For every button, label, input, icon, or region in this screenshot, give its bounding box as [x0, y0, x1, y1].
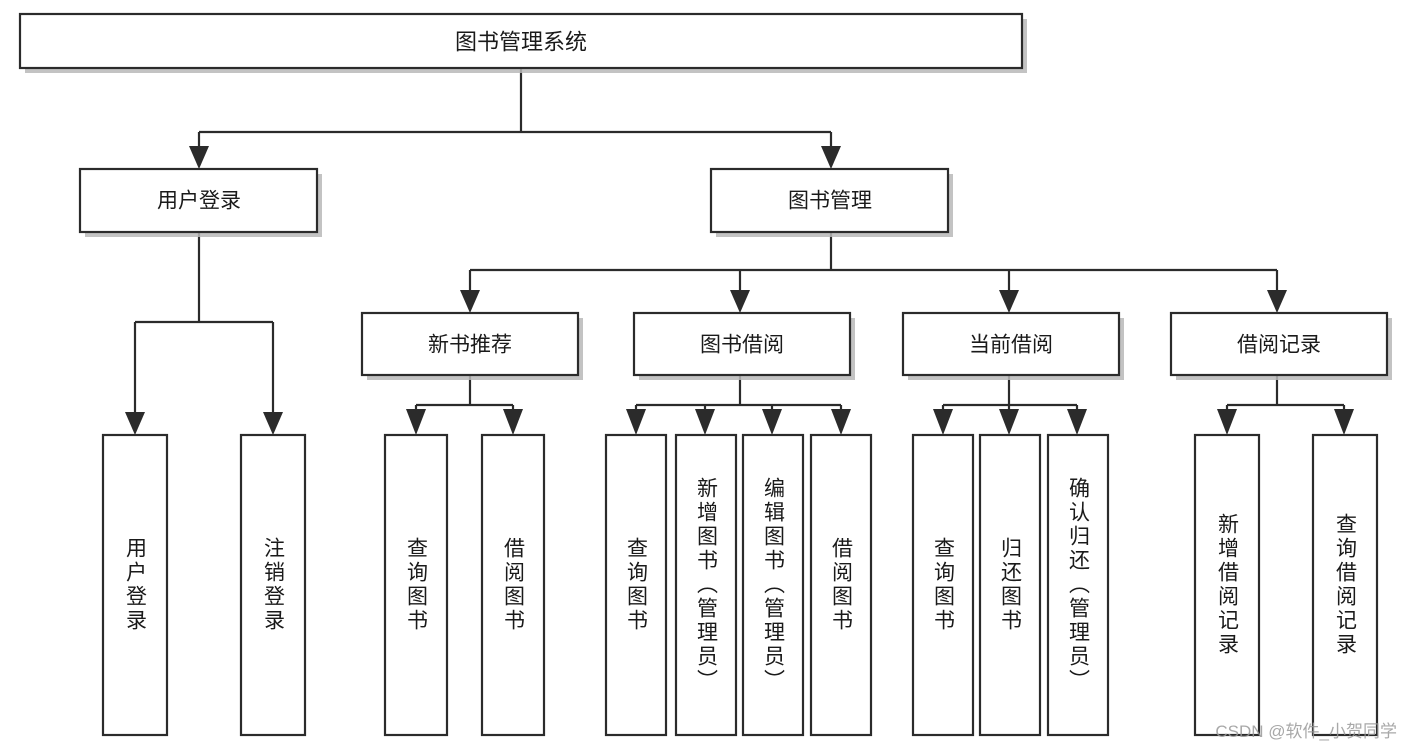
connector-root-to-level2-trunk [197, 68, 833, 146]
arrowhead-book-manage [821, 146, 841, 169]
node-root-label: 图书管理系统 [455, 30, 587, 55]
node-current-borrow-box[interactable] [901, 311, 1121, 377]
arrowhead-leaf-query-book-2 [626, 409, 646, 435]
node-book-manage[interactable]: 图书管理 [709, 167, 953, 237]
node-current-borrow[interactable]: 当前借阅 [901, 311, 1124, 380]
node-borrow-record-box[interactable] [1169, 311, 1389, 377]
arrowhead-leaf-confirm-return [1067, 409, 1087, 435]
node-book-borrow-label: 图书借阅 [700, 334, 784, 357]
leaf-add-book-box[interactable] [674, 433, 738, 737]
connector-current-borrow-trunk [941, 375, 1079, 412]
node-book-borrow-box[interactable] [632, 311, 852, 377]
leaf-confirm-return-box[interactable] [1046, 433, 1110, 737]
leaf-borrow-book-2-box[interactable] [809, 433, 873, 737]
arrowhead-new-book-recommend [460, 290, 480, 313]
node-new-book-recommend[interactable]: 新书推荐 [360, 311, 583, 380]
leaf-boxes-layer [101, 433, 1379, 737]
leaf-query-book-1-box[interactable] [383, 433, 449, 737]
node-book-manage-label: 图书管理 [788, 190, 872, 213]
node-book-borrow[interactable]: 图书借阅 [632, 311, 855, 380]
arrowhead-leaf-edit-book [762, 409, 782, 435]
node-new-book-recommend-box[interactable] [360, 311, 580, 377]
arrowhead-borrow-record [1267, 290, 1287, 313]
arrowhead-leaf-query-record [1334, 409, 1354, 435]
node-borrow-record-label: 借阅记录 [1237, 334, 1321, 357]
arrowhead-current-borrow [999, 290, 1019, 313]
node-current-borrow-label: 当前借阅 [969, 334, 1053, 357]
node-user-login-label: 用户登录 [157, 190, 241, 213]
connector-user-login-trunk [133, 232, 275, 412]
node-new-book-recommend-label: 新书推荐 [428, 334, 512, 357]
leaf-query-book-3-box[interactable] [911, 433, 975, 737]
leaf-borrow-book-1-box[interactable] [480, 433, 546, 737]
node-user-login[interactable]: 用户登录 [78, 167, 322, 237]
node-root-box[interactable] [18, 12, 1024, 70]
arrowhead-leaf-add-record [1217, 409, 1237, 435]
csdn-watermark: CSDN @软件_小贺同学 [1215, 722, 1397, 741]
node-user-login-box[interactable] [78, 167, 319, 234]
connector-layer [125, 68, 1354, 435]
leaf-add-record-box[interactable] [1193, 433, 1261, 737]
arrowhead-user-login [189, 146, 209, 169]
arrowhead-leaf-add-book [695, 409, 715, 435]
node-borrow-record[interactable]: 借阅记录 [1169, 311, 1392, 380]
arrowhead-leaf-user-login [125, 412, 145, 435]
arrowhead-leaf-return-book [999, 409, 1019, 435]
arrowhead-leaf-borrow-book-2 [831, 409, 851, 435]
node-root[interactable]: 图书管理系统 [18, 12, 1027, 73]
leaf-logout-login-box[interactable] [239, 433, 307, 737]
arrowhead-leaf-logout-login [263, 412, 283, 435]
connector-book-manage-trunk [468, 232, 1279, 290]
leaf-user-login-box[interactable] [101, 433, 169, 737]
leaf-query-record-box[interactable] [1311, 433, 1379, 737]
connector-borrow-record-trunk [1225, 375, 1346, 412]
arrowhead-book-borrow [730, 290, 750, 313]
arrowhead-leaf-query-book-3 [933, 409, 953, 435]
leaf-edit-book-box[interactable] [741, 433, 805, 737]
arrowhead-leaf-query-book-1 [406, 409, 426, 435]
connector-book-borrow-trunk [634, 375, 843, 412]
connector-new-book-recommend-trunk [414, 375, 515, 412]
node-book-manage-box[interactable] [709, 167, 950, 234]
leaf-return-book-box[interactable] [978, 433, 1042, 737]
arrowhead-leaf-borrow-book-1 [503, 409, 523, 435]
leaf-query-book-2-box[interactable] [604, 433, 668, 737]
